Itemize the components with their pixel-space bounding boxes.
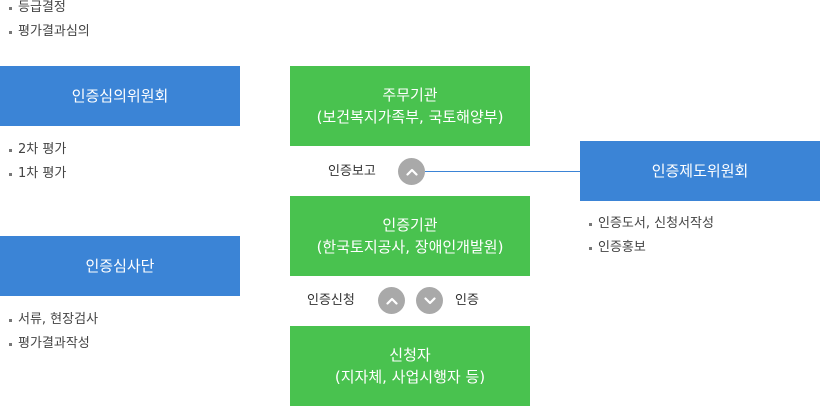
applicant-subtitle: (지자체, 사업시행자 등) (334, 368, 486, 386)
list-item: 인증도서, 신청서작성 (588, 212, 714, 236)
list-item: 평가결과작성 (8, 332, 98, 356)
committee-title: 인증심의위원회 (71, 87, 169, 105)
review-team-bullet-list: 서류, 현장검사 평가결과작성 (8, 308, 98, 356)
cert-label: 인증 (455, 293, 479, 308)
review-team-title: 인증심사단 (85, 257, 155, 275)
ministry-title: 주무기관 (382, 86, 438, 104)
list-item: 2차 평가 (8, 138, 66, 162)
agency-title: 인증기관 (382, 216, 438, 234)
ministry-subtitle: (보건복지가족부, 국토해양부) (316, 108, 504, 126)
review-team-box: 인증심사단 (0, 236, 240, 296)
applicant-box: 신청자 (지자체, 사업시행자 등) (290, 326, 530, 406)
list-item: 인증홍보 (588, 236, 714, 260)
applicant-title: 신청자 (389, 346, 431, 364)
apply-label: 인증신청 (307, 293, 355, 308)
report-label: 인증보고 (328, 164, 376, 179)
list-item: 1차 평가 (8, 162, 66, 186)
ministry-box: 주무기관 (보건복지가족부, 국토해양부) (290, 66, 530, 146)
top-bullet-list: 등급결정 평가결과심의 (8, 0, 90, 44)
apply-arrow-button (378, 287, 405, 314)
system-committee-title: 인증제도위원회 (651, 162, 749, 180)
system-committee-bullet-list: 인증도서, 신청서작성 인증홍보 (588, 212, 714, 260)
committee-bullet-list: 2차 평가 1차 평가 (8, 138, 66, 186)
report-connector-line (425, 171, 580, 172)
chevron-up-icon (385, 297, 398, 305)
report-arrow-button (398, 158, 425, 185)
agency-box: 인증기관 (한국토지공사, 장애인개발원) (290, 196, 530, 276)
agency-subtitle: (한국토지공사, 장애인개발원) (316, 238, 504, 256)
chevron-down-icon (423, 296, 436, 304)
cert-arrow-button (416, 287, 443, 314)
committee-box: 인증심의위원회 (0, 66, 240, 126)
list-item: 평가결과심의 (8, 20, 90, 44)
system-committee-box: 인증제도위원회 (580, 141, 820, 201)
chevron-up-icon (405, 168, 418, 176)
list-item: 서류, 현장검사 (8, 308, 98, 332)
list-item: 등급결정 (8, 0, 90, 20)
